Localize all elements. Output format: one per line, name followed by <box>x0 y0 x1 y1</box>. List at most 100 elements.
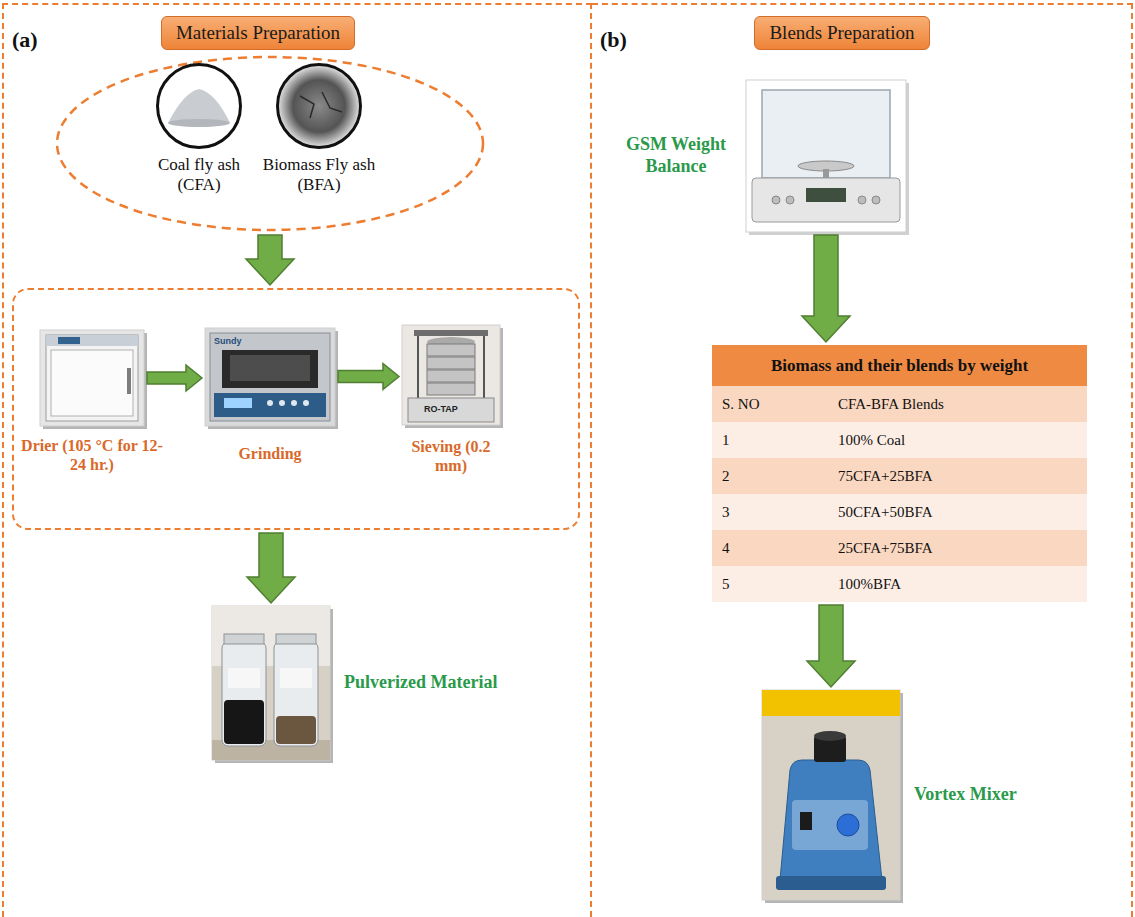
oven-panel <box>46 335 138 346</box>
equipment-photo: Vortex Mixer <box>762 690 900 900</box>
grinder-photo <box>205 328 338 429</box>
table-cell: 4 <box>722 538 730 558</box>
header-box: Materials Preparation <box>161 16 355 50</box>
balance-button <box>772 196 780 204</box>
yellow-tray <box>762 690 900 716</box>
mixer-panel <box>792 800 868 850</box>
photo-frame <box>40 330 144 426</box>
grinder-button <box>303 400 309 406</box>
grinder-button <box>267 400 273 406</box>
balance-base <box>752 178 900 222</box>
panel-frame: (a) Materials PreparationCoal fly ash (CF… <box>2 3 592 917</box>
header-box: Blends Preparation <box>754 16 929 50</box>
grinder-body <box>210 333 330 421</box>
sample-label: Biomass Fly ash (BFA) <box>254 155 384 196</box>
balance-photo <box>746 80 909 235</box>
drier-photo <box>40 330 147 429</box>
table-row <box>712 530 1087 566</box>
glass-jar <box>222 642 266 746</box>
flow-arrow <box>802 235 850 342</box>
table-title: Biomass and their blends by weight <box>712 345 1087 386</box>
biomass-fly-ash-picture <box>279 66 359 146</box>
sample-circle: Coal fly ash (CFA) <box>156 63 242 149</box>
table-header-bar <box>712 345 1087 386</box>
sample-jars-photo <box>212 606 333 763</box>
grinder-button <box>279 400 285 406</box>
process-group: Drier (105 °C for 12-24 hr.) Grinding Siev… <box>12 288 580 530</box>
section-header: Blends Preparation <box>769 21 914 45</box>
balance-display <box>806 188 846 202</box>
table-cell: 1 <box>722 430 730 450</box>
table-row <box>712 386 1087 422</box>
step-label: Grinding <box>210 444 330 463</box>
balance-button <box>858 196 866 204</box>
sieve-shaker-photo <box>402 325 503 428</box>
table-row <box>712 566 1087 602</box>
flow-arrow <box>338 364 399 390</box>
coal-fly-ash-picture <box>168 89 230 127</box>
equipment-label: Vortex Mixer <box>914 784 1054 806</box>
oven-handle <box>127 368 131 394</box>
panel-frame: (b) Blends PreparationGSM Weight BalanceB… <box>592 3 1133 917</box>
photo-shadow <box>749 83 909 235</box>
ash-crack <box>300 92 342 118</box>
table-row <box>712 458 1087 494</box>
shaker-bar <box>414 330 488 336</box>
sample-circle: Biomass Fly ash (BFA) <box>276 63 362 149</box>
oven-body <box>46 335 138 421</box>
balance-button <box>872 196 880 204</box>
panel-label: (b) <box>600 27 627 53</box>
mixer-switch <box>800 812 812 830</box>
jar-cap <box>276 634 316 644</box>
balance-button <box>786 196 794 204</box>
grinder-panel <box>214 393 326 417</box>
jar-tag <box>228 668 260 688</box>
glass-jar <box>274 642 318 746</box>
vortex-mixer-photo <box>762 690 903 903</box>
table-cell: 5 <box>722 574 730 594</box>
table-cell: CFA-BFA Blends <box>838 394 944 414</box>
photo-frame <box>205 328 335 426</box>
step-label: Drier (105 °C for 12-24 hr.) <box>17 436 167 474</box>
sample-label: Coal fly ash (CFA) <box>143 155 255 196</box>
coal-powder <box>224 700 264 744</box>
table-cell: 75CFA+25BFA <box>838 466 933 486</box>
brand-mark: Sundy <box>214 336 242 347</box>
draft-shield <box>762 90 890 178</box>
oven-display <box>58 337 80 344</box>
sieve-pan <box>427 357 475 369</box>
ellipse-outline <box>55 55 485 232</box>
grinder-window <box>222 350 318 388</box>
biomass-powder <box>276 716 316 744</box>
blend-table-grid <box>712 345 1087 602</box>
oven-door <box>51 350 133 416</box>
table-row <box>712 494 1087 530</box>
sieve-pan <box>427 344 475 356</box>
sieve-pan <box>427 370 475 382</box>
table-cell: 3 <box>722 502 730 522</box>
sample-ellipse: Coal fly ash (CFA)Biomass Fly ash (BFA) <box>55 55 485 232</box>
table-cell: 25CFA+75BFA <box>838 538 933 558</box>
table-cell: 100% Coal <box>838 430 905 450</box>
equipment-photo: Drier (105 °C for 12-24 hr.) <box>40 330 144 426</box>
photo-shadow <box>43 333 147 429</box>
ash-pile <box>168 89 230 123</box>
photo-frame <box>402 325 500 425</box>
section-header: Materials Preparation <box>176 21 340 45</box>
jar-tag <box>280 668 312 688</box>
panel-label: (a) <box>12 27 38 53</box>
equipment-photo: GSM Weight Balance <box>746 80 906 232</box>
equipment-label: Pulverized Material <box>344 672 534 694</box>
brand-mark: RO-TAP <box>424 404 458 415</box>
photo-shadow <box>208 331 338 429</box>
shaker-rod <box>417 332 419 400</box>
flow-arrow <box>807 605 855 687</box>
step-label: Sieving (0.2 mm) <box>396 437 506 475</box>
grinder-button <box>291 400 297 406</box>
table-cell: 50CFA+50BFA <box>838 502 933 522</box>
shaker-rod <box>483 332 485 400</box>
table-row <box>712 422 1087 458</box>
